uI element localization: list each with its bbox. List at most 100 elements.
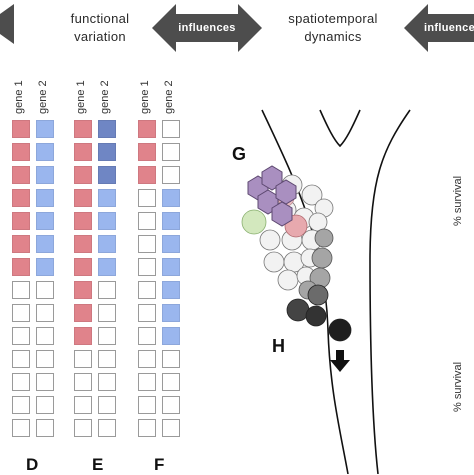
mid-cells: [298, 228, 334, 300]
panel-d-gene2-cell-7: [36, 258, 54, 276]
panel-d-gene2-cell-13: [36, 396, 54, 414]
panel-e-gene2-label: gene 2: [99, 80, 111, 114]
panel-e-grid: [74, 120, 118, 440]
panel-f-gene1-cell-10: [138, 327, 156, 345]
panel-f-gene2-cell-4: [162, 189, 180, 207]
panel-d-gene2-cell-11: [36, 350, 54, 368]
panel-f-gene1-cell-7: [138, 258, 156, 276]
panel-e-gene2-cell-7: [98, 258, 116, 276]
panel-f-gene1-label: gene 1: [139, 80, 151, 114]
panel-f-gene2-cell-9: [162, 304, 180, 322]
panel-f-gene2-cell-2: [162, 143, 180, 161]
panel-e-gene2-cell-5: [98, 212, 116, 230]
panel-f-gene1-cell-13: [138, 396, 156, 414]
panel-e-gene1-cell-2: [74, 143, 92, 161]
influence-label: influence: [424, 22, 474, 34]
panel-d-grid: [12, 120, 56, 440]
panel-letter-e: E: [92, 455, 104, 474]
label-g: G: [232, 144, 246, 164]
panel-f-gene2-cell-14: [162, 419, 180, 437]
panel-f-gene1-cell-14: [138, 419, 156, 437]
panel-d-gene1-cell-11: [12, 350, 30, 368]
spatiotemporal-dynamics-title: spatiotemporal dynamics: [258, 10, 408, 46]
panel-e-gene2-cell-12: [98, 373, 116, 391]
panel-letter-d: D: [26, 455, 39, 474]
panel-e-gene2-cell-10: [98, 327, 116, 345]
panel-d-gene2-cell-2: [36, 143, 54, 161]
panel-f-gene1-cell-5: [138, 212, 156, 230]
panel-d-gene1-cell-14: [12, 419, 30, 437]
panel-e-gene1-cell-7: [74, 258, 92, 276]
functional-line1: functional: [70, 11, 130, 26]
spatio-line2: dynamics: [304, 29, 362, 44]
panel-f-gene1-cell-2: [138, 143, 156, 161]
left-arrow-icon: [0, 4, 14, 44]
panel-e-gene2-cell-9: [98, 304, 116, 322]
panel-d-gene2-label: gene 2: [37, 80, 49, 114]
panel-d-gene2-cell-3: [36, 166, 54, 184]
panel-d-gene1-cell-5: [12, 212, 30, 230]
vessel-fork: [319, 109, 361, 148]
panel-f-gene1-cell-9: [138, 304, 156, 322]
panel-f-gene2-cell-13: [162, 396, 180, 414]
panel-e-gene2-cell-1: [98, 120, 116, 138]
panel-f-gene2-cell-6: [162, 235, 180, 253]
panel-f-gene1-cell-6: [138, 235, 156, 253]
panel-f-gene1-cell-12: [138, 373, 156, 391]
panel-e-gene2-cell-4: [98, 189, 116, 207]
functional-variation-title: functional variation: [40, 10, 160, 46]
vessel-left-wall: [261, 109, 349, 474]
panel-e-gene1-cell-6: [74, 235, 92, 253]
panel-f-gene2-cell-7: [162, 258, 180, 276]
panel-e-gene2-cell-13: [98, 396, 116, 414]
panel-f-grid: [138, 120, 182, 440]
panel-d-gene2-cell-14: [36, 419, 54, 437]
panel-d-gene2-cell-8: [36, 281, 54, 299]
influences-arrow-icon: [152, 4, 262, 52]
panel-f-gene1-cell-11: [138, 350, 156, 368]
panel-d-gene2-cell-9: [36, 304, 54, 322]
panel-f-gene2-cell-5: [162, 212, 180, 230]
panel-e-gene1-cell-5: [74, 212, 92, 230]
panel-d-gene1-cell-12: [12, 373, 30, 391]
panel-e-gene1-cell-3: [74, 166, 92, 184]
panel-d-gene2-cell-4: [36, 189, 54, 207]
panel-e-gene2-cell-6: [98, 235, 116, 253]
panel-d-gene2-cell-12: [36, 373, 54, 391]
purple-cells: [247, 165, 297, 227]
influence-arrow-icon: [404, 4, 474, 52]
panel-e-gene1-label: gene 1: [75, 80, 87, 114]
spatiotemporal-diagram: G H: [232, 109, 411, 474]
panel-d-gene2-cell-1: [36, 120, 54, 138]
panel-e-gene1-cell-10: [74, 327, 92, 345]
panel-f-gene2-cell-1: [162, 120, 180, 138]
panel-f-gene2-cell-11: [162, 350, 180, 368]
panel-letter-f: F: [154, 455, 165, 474]
panel-e-gene1-cell-8: [74, 281, 92, 299]
label-h: H: [272, 336, 285, 356]
functional-line2: variation: [74, 29, 126, 44]
panel-d-gene1-cell-8: [12, 281, 30, 299]
panel-d-gene1-label: gene 1: [13, 80, 25, 114]
panel-e-gene2-cell-8: [98, 281, 116, 299]
down-arrow-icon: [330, 350, 350, 372]
panel-f-gene1-cell-1: [138, 120, 156, 138]
header-arrows: [0, 4, 474, 52]
panel-e-gene1-cell-12: [74, 373, 92, 391]
panel-d-gene1-cell-4: [12, 189, 30, 207]
influences-label: influences: [178, 22, 236, 34]
panel-f-gene2-cell-12: [162, 373, 180, 391]
spatio-line1: spatiotemporal: [288, 11, 378, 26]
panel-f-gene2-label: gene 2: [163, 80, 175, 114]
panel-d-gene2-cell-5: [36, 212, 54, 230]
survival-label-top: % survival: [452, 175, 464, 226]
panel-d-gene1-cell-9: [12, 304, 30, 322]
light-cells: [259, 174, 334, 291]
panel-f-gene2-cell-8: [162, 281, 180, 299]
panel-f-gene1-cell-4: [138, 189, 156, 207]
panel-d-gene2-cell-6: [36, 235, 54, 253]
panel-d-gene1-cell-7: [12, 258, 30, 276]
panel-e-gene1-cell-1: [74, 120, 92, 138]
dark-cells: [286, 284, 352, 342]
panel-e-gene2-cell-3: [98, 166, 116, 184]
